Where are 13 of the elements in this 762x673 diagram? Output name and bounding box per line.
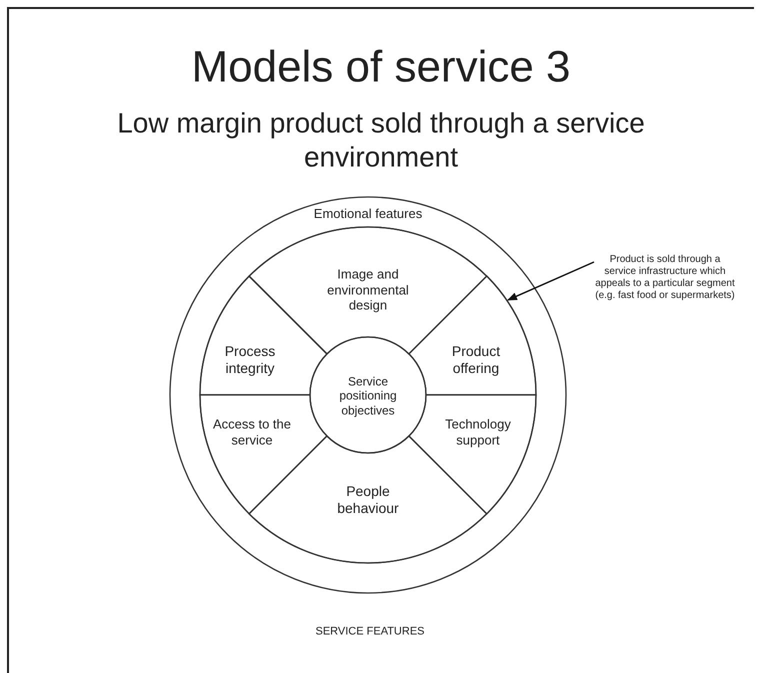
title: Models of service 3 — [191, 42, 571, 94]
segment-label: Emotional features — [312, 206, 424, 222]
segment-label: Image and environmental design — [326, 266, 410, 314]
subtitle: Low margin product sold through a service environment — [116, 106, 646, 174]
segment-label: Product offering — [450, 343, 502, 377]
segment-label: Access to the service — [212, 416, 292, 448]
segment-label: Process integrity — [224, 343, 276, 377]
segment-label: People behaviour — [336, 483, 400, 517]
caption-text: SERVICE FEATURES — [314, 625, 426, 639]
arrow — [507, 261, 594, 301]
segment-label: Technology support — [444, 416, 512, 448]
annotation-text: Product is sold through a service infrastructure which appeals to a particular segment (e.g. fast food or supermarkets) — [595, 254, 735, 302]
segment-label: Service positioning objectives — [338, 374, 398, 418]
